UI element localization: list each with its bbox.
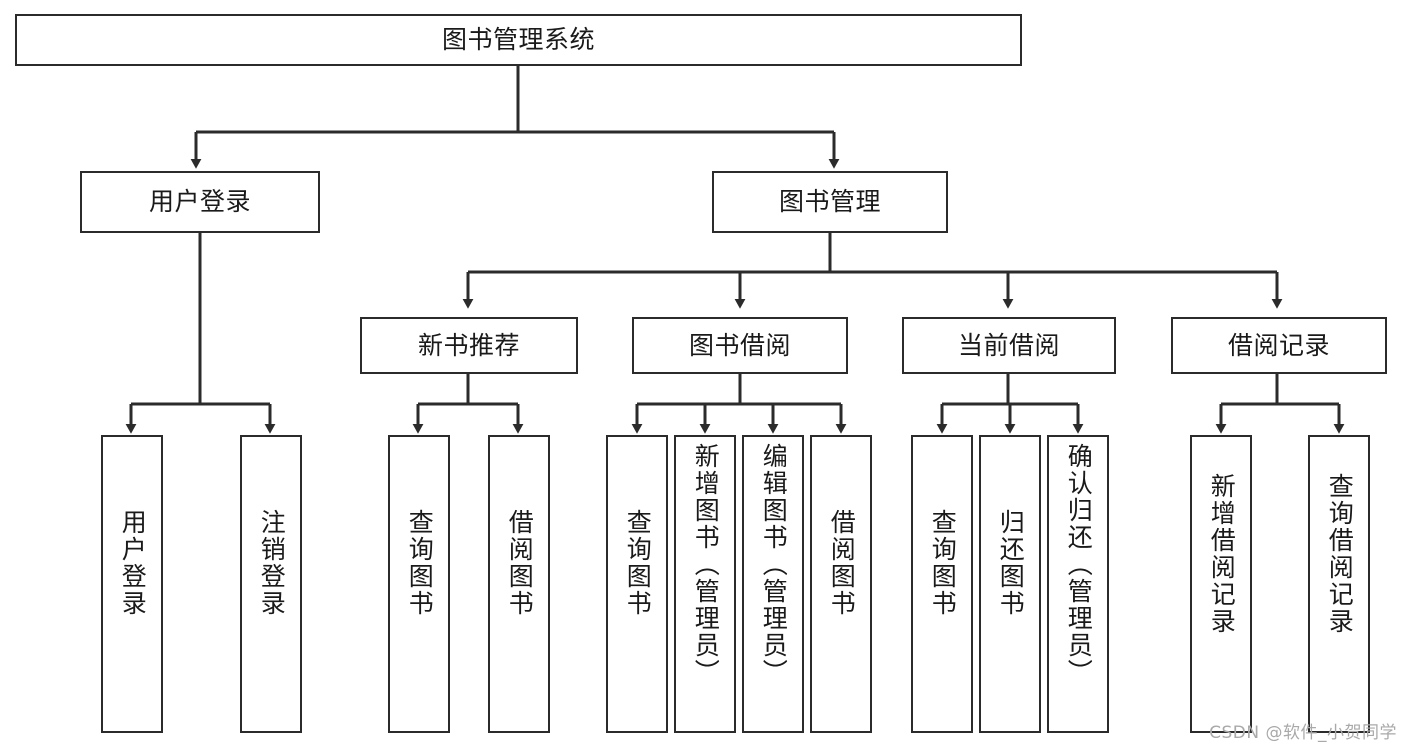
leaf-confirm-return-admin[interactable]: 确认归还（管理员） bbox=[1047, 435, 1109, 733]
node-book-management-label: 图书管理 bbox=[778, 187, 881, 217]
leaf-add-borrow-record[interactable]: 新增借阅记录 bbox=[1190, 435, 1252, 733]
leaf-add-book-admin-label: 新增图书（管理员） bbox=[691, 443, 721, 686]
leaf-query-borrow-record-label: 查询借阅记录 bbox=[1325, 473, 1355, 635]
node-user-login[interactable]: 用户登录 bbox=[80, 171, 320, 233]
leaf-query-book-2-label: 查询图书 bbox=[623, 509, 653, 617]
leaf-user-login-label: 用户登录 bbox=[118, 509, 148, 617]
leaf-borrow-book-1-label: 借阅图书 bbox=[505, 509, 535, 617]
leaf-logout-login-label: 注销登录 bbox=[257, 509, 287, 617]
node-root-label: 图书管理系统 bbox=[441, 25, 595, 55]
leaf-borrow-book-1[interactable]: 借阅图书 bbox=[488, 435, 550, 733]
leaf-logout-login[interactable]: 注销登录 bbox=[240, 435, 302, 733]
leaf-add-borrow-record-label: 新增借阅记录 bbox=[1207, 473, 1237, 635]
leaf-borrow-book-2[interactable]: 借阅图书 bbox=[810, 435, 872, 733]
leaf-return-book-label: 归还图书 bbox=[996, 509, 1026, 617]
leaf-add-book-admin[interactable]: 新增图书（管理员） bbox=[674, 435, 736, 733]
leaf-query-book-3[interactable]: 查询图书 bbox=[911, 435, 973, 733]
leaf-user-login[interactable]: 用户登录 bbox=[101, 435, 163, 733]
leaf-query-book-1[interactable]: 查询图书 bbox=[388, 435, 450, 733]
leaf-query-book-1-label: 查询图书 bbox=[405, 509, 435, 617]
csdn-watermark: CSDN @软件_小贺同学 bbox=[1209, 723, 1397, 743]
leaf-edit-book-admin[interactable]: 编辑图书（管理员） bbox=[742, 435, 804, 733]
leaf-query-book-2[interactable]: 查询图书 bbox=[606, 435, 668, 733]
node-current-borrow[interactable]: 当前借阅 bbox=[902, 317, 1116, 374]
node-book-borrow[interactable]: 图书借阅 bbox=[632, 317, 848, 374]
leaf-query-book-3-label: 查询图书 bbox=[928, 509, 958, 617]
leaf-return-book[interactable]: 归还图书 bbox=[979, 435, 1041, 733]
node-book-management[interactable]: 图书管理 bbox=[712, 171, 948, 233]
node-user-login-label: 用户登录 bbox=[148, 187, 251, 217]
node-new-book-recommend-label: 新书推荐 bbox=[417, 330, 520, 360]
node-new-book-recommend[interactable]: 新书推荐 bbox=[360, 317, 578, 374]
leaf-edit-book-admin-label: 编辑图书（管理员） bbox=[759, 443, 789, 686]
node-book-borrow-label: 图书借阅 bbox=[688, 330, 791, 360]
leaf-confirm-return-admin-label: 确认归还（管理员） bbox=[1064, 443, 1094, 686]
node-root[interactable]: 图书管理系统 bbox=[15, 14, 1022, 66]
leaf-borrow-book-2-label: 借阅图书 bbox=[827, 509, 857, 617]
node-borrow-record[interactable]: 借阅记录 bbox=[1171, 317, 1387, 374]
leaf-query-borrow-record[interactable]: 查询借阅记录 bbox=[1308, 435, 1370, 733]
node-current-borrow-label: 当前借阅 bbox=[957, 330, 1060, 360]
node-borrow-record-label: 借阅记录 bbox=[1227, 330, 1330, 360]
